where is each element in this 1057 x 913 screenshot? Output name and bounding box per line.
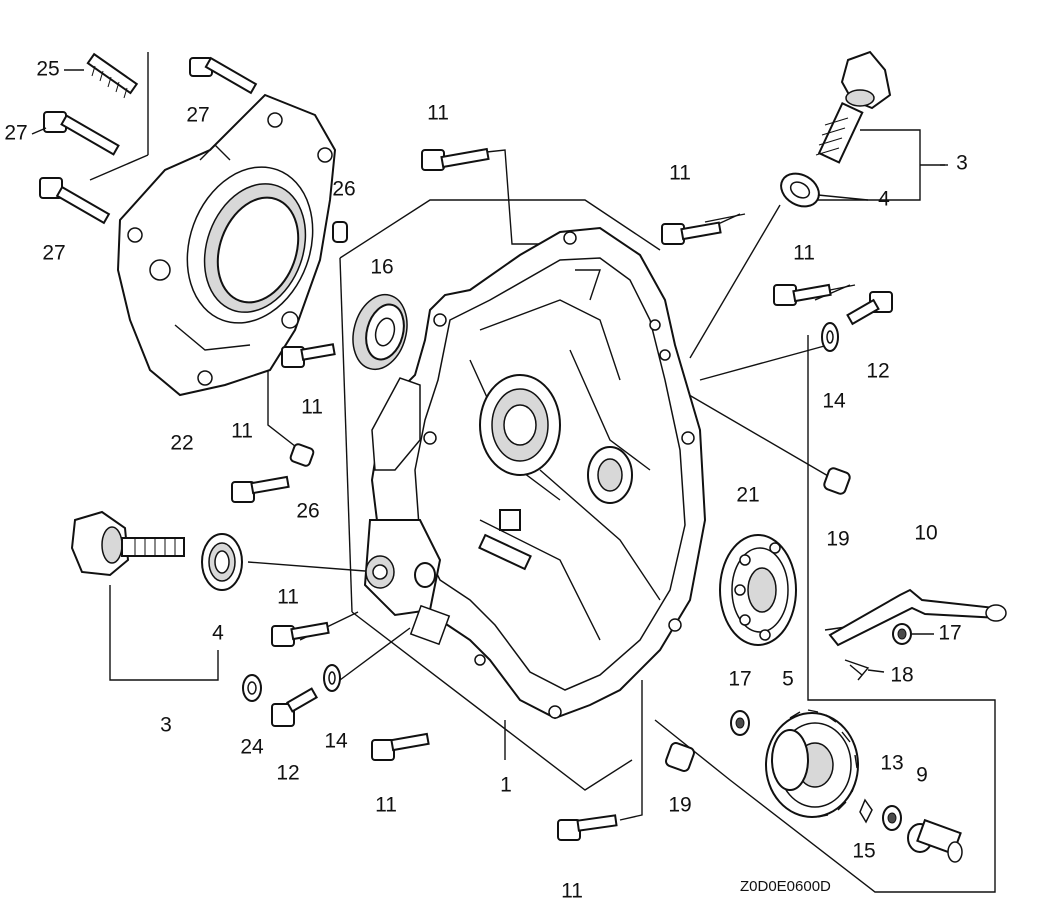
callout-16: 16 (370, 256, 393, 279)
callout-26-low: 26 (296, 500, 319, 523)
washer-17-right (892, 623, 912, 645)
governor-shaft-9 (907, 818, 963, 863)
washer-14-left (323, 664, 341, 692)
o-ring-4-left (201, 533, 243, 591)
o-ring-4-top (780, 172, 820, 208)
callout-15: 15 (852, 840, 875, 863)
bolt-11-top (421, 147, 490, 171)
callout-27-top: 27 (186, 104, 209, 127)
governor-gear-5 (765, 709, 859, 818)
callout-19-lower: 19 (668, 794, 691, 817)
callout-25: 25 (36, 58, 59, 81)
callout-27-mid: 27 (4, 122, 27, 145)
stud-bolt-25 (86, 52, 139, 99)
callout-17-right: 17 (938, 622, 961, 645)
drawing-code: Z0D0E0600D (740, 878, 831, 895)
washer-14-right (821, 322, 839, 352)
callout-24: 24 (240, 736, 264, 759)
washer-17-lower (730, 710, 750, 736)
callout-12-left: 12 (276, 762, 299, 785)
bolt-11-right (773, 283, 832, 306)
washer-24 (242, 674, 262, 702)
bolt-11-adapter (281, 343, 336, 368)
adapter-plate (116, 93, 337, 397)
dowel-pin-19-lower (665, 742, 695, 772)
callout-27-low: 27 (42, 242, 65, 265)
callout-11-upper-right: 11 (669, 162, 691, 185)
callout-10: 10 (914, 522, 937, 545)
dowel-pin-26-top (332, 221, 348, 243)
bolt-11-left-low (271, 621, 330, 647)
callout-11-adapter: 11 (301, 396, 323, 419)
dowel-pin-26-low (289, 443, 315, 467)
callout-3-top: 3 (956, 152, 968, 175)
callout-22: 22 (170, 432, 193, 455)
callout-1: 1 (500, 774, 512, 797)
callout-5: 5 (782, 668, 794, 691)
flange-bolt-27-mid (43, 111, 120, 156)
callout-11-lower-left: 11 (375, 794, 397, 817)
callout-21: 21 (736, 484, 759, 507)
flange-bolt-27-low (39, 177, 111, 225)
callout-14-left: 14 (324, 730, 348, 753)
leader-lines (89, 52, 996, 893)
callout-13: 13 (880, 752, 903, 775)
callout-11-left-mid: 11 (231, 420, 253, 443)
ball-bearing-21 (719, 534, 797, 646)
bolt-11-left-mid (231, 475, 290, 503)
callout-26-top: 26 (332, 178, 355, 201)
callout-19-upper: 19 (826, 528, 849, 551)
dowel-pin-19-upper (823, 467, 851, 495)
governor-arm-10 (828, 588, 1007, 647)
bolt-12-right (846, 291, 893, 326)
callout-18: 18 (890, 664, 913, 687)
bolt-11-upper-right (661, 221, 722, 245)
bolt-12-left (271, 687, 318, 727)
bolt-11-bottom (557, 814, 618, 841)
callout-3-left: 3 (160, 714, 172, 737)
callout-11-top: 11 (427, 102, 449, 125)
clip-15 (859, 798, 873, 824)
callout-4-left: 4 (212, 622, 224, 645)
oil-filler-cap-top (815, 50, 892, 164)
callout-11-left-low: 11 (277, 586, 299, 609)
washer-13 (882, 805, 902, 831)
flange-bolt-27-top (189, 56, 258, 95)
callout-12-right: 12 (866, 360, 889, 383)
callout-4-top: 4 (878, 188, 890, 211)
crankcase-cover (363, 226, 707, 720)
callout-11-right: 11 (793, 242, 815, 265)
callout-labels: 25 27 27 27 11 3 4 11 26 16 11 12 14 11 … (4, 58, 968, 903)
oil-seal-16 (352, 293, 408, 371)
callout-9: 9 (916, 764, 928, 787)
callout-17-lower: 17 (728, 668, 751, 691)
callout-11-bottom: 11 (561, 880, 583, 903)
callout-14-right: 14 (822, 390, 846, 413)
clip-18 (844, 659, 870, 681)
bolt-11-lower-left (371, 732, 430, 761)
oil-filler-cap-left (70, 510, 185, 577)
